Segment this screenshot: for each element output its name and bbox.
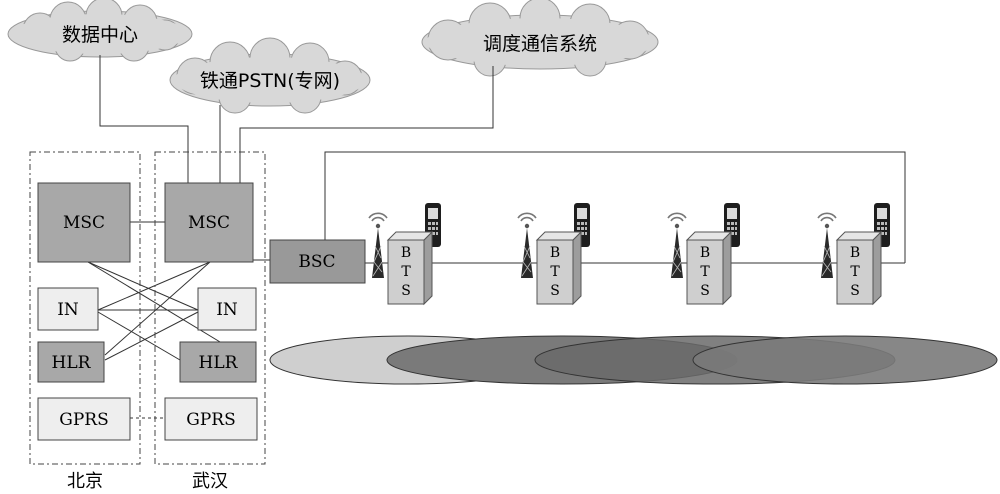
site-wuhan-label: 武汉 <box>192 471 228 492</box>
wuhan-in-label: IN <box>216 300 238 320</box>
tower-icon <box>517 212 537 279</box>
bts-site-1: BTS <box>368 203 441 306</box>
bts-letter: B <box>850 245 860 261</box>
bts-letter: S <box>401 283 411 299</box>
bts-site-3: BTS <box>667 203 740 306</box>
bts-letter: B <box>401 245 411 261</box>
bsc-label: BSC <box>298 252 335 272</box>
beijing-hlr-box: HLR <box>37 341 105 383</box>
beijing-in-label: IN <box>57 300 79 320</box>
wuhan-hlr-label: HLR <box>199 353 239 373</box>
bts-cabinet: BTS <box>535 230 583 306</box>
site-beijing-label: 北京 <box>67 471 103 492</box>
coverage-cells <box>269 335 998 385</box>
wuhan-gprs-box: GPRS <box>164 397 258 441</box>
bts-cabinet: BTS <box>386 230 434 306</box>
beijing-msc-label: MSC <box>63 213 105 233</box>
coverage-cell-4 <box>692 335 998 385</box>
cloud-label-dispatch: 调度通信系统 <box>483 33 597 55</box>
bts-letter: S <box>850 283 860 299</box>
wuhan-hlr-box: HLR <box>179 341 257 383</box>
beijing-gprs-label: GPRS <box>59 410 108 430</box>
bts-cabinet: BTS <box>685 230 733 306</box>
beijing-hlr-label: HLR <box>52 353 92 373</box>
cloud-label-pstn: 铁通PSTN(专网) <box>200 70 340 92</box>
site-wuhan-container <box>154 151 266 465</box>
wuhan-msc-box: MSC <box>164 182 254 263</box>
bts-letter: S <box>550 283 560 299</box>
bts-letter: B <box>550 245 560 261</box>
tower-icon <box>667 212 687 279</box>
tower-icon <box>817 212 837 279</box>
bts-letter: T <box>550 264 560 280</box>
beijing-in-box: IN <box>37 287 99 331</box>
bts-site-4: BTS <box>817 203 890 306</box>
wuhan-gprs-label: GPRS <box>186 410 235 430</box>
cloud-data-center: 数据中心 <box>7 0 193 62</box>
bts-site-2: BTS <box>517 203 590 306</box>
cloud-label-data-center: 数据中心 <box>62 24 138 46</box>
beijing-msc-box: MSC <box>37 182 131 263</box>
tower-icon <box>368 212 388 279</box>
bts-letter: T <box>700 264 710 280</box>
cloud-pstn: 铁通PSTN(专网) <box>169 37 371 114</box>
beijing-gprs-box: GPRS <box>37 397 131 441</box>
wuhan-msc-label: MSC <box>188 213 230 233</box>
bts-letter: T <box>401 264 411 280</box>
bts-letter: B <box>700 245 710 261</box>
connection-lines <box>87 55 906 419</box>
cloud-dispatch: 调度通信系统 <box>421 0 659 77</box>
bts-letter: S <box>700 283 710 299</box>
wuhan-in-box: IN <box>197 287 257 331</box>
site-beijing-container <box>29 151 141 465</box>
bsc-box: BSC <box>269 239 366 284</box>
bts-cabinet: BTS <box>835 230 883 306</box>
bts-letter: T <box>850 264 860 280</box>
